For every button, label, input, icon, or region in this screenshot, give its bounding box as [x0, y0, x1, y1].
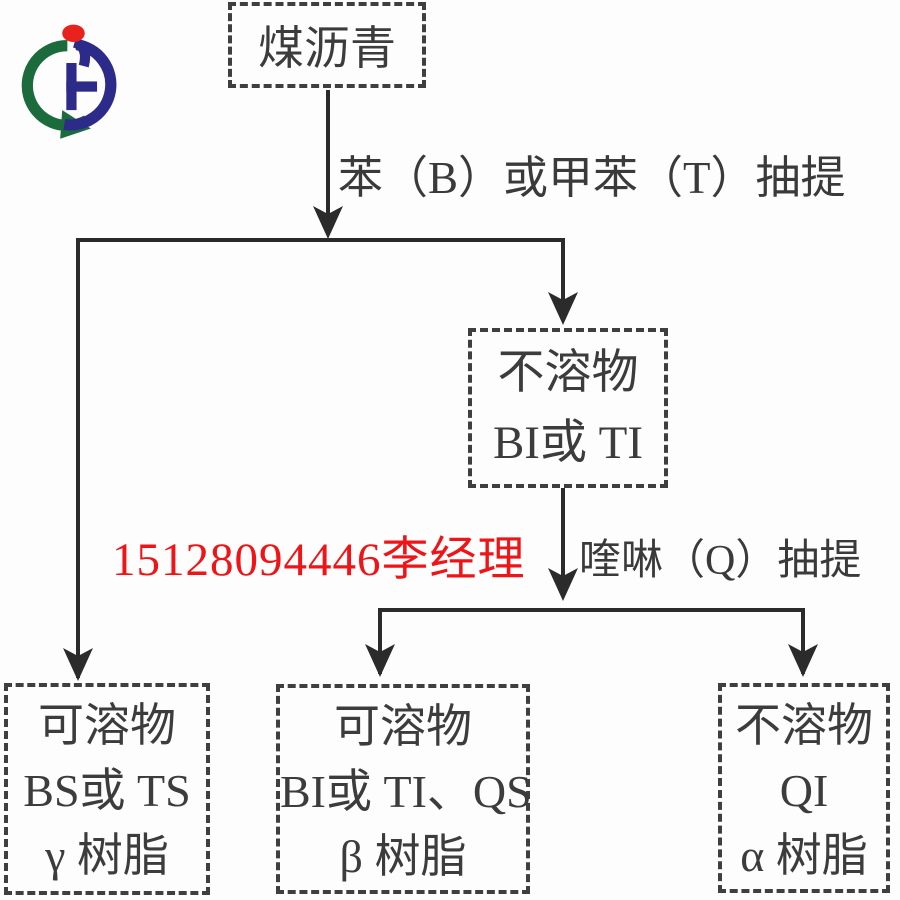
edge-split2-branches [378, 608, 805, 674]
arrowhead-to-insoluble-bi-ti [548, 292, 578, 325]
arrowhead-to-split2 [548, 568, 578, 601]
node-insoluble-bi-ti-line2: BI或 TI [492, 417, 644, 469]
node-insoluble-qi: 不溶物 QI α 树脂 [718, 683, 890, 893]
node-soluble-bs-ts-line1: 可溶物 [38, 700, 176, 751]
edge-label-benzene-extraction: 苯（B）或甲苯（T）抽提 [338, 153, 846, 203]
company-logo-icon [21, 24, 117, 139]
arrowhead-to-soluble-bs-ts [63, 648, 93, 681]
node-soluble-bi-ti-qs-line1: 可溶物 [334, 701, 472, 752]
node-soluble-bi-ti-qs-line2: BI或 TI、QS [280, 766, 532, 817]
node-soluble-bs-ts-line2: BS或 TS [23, 765, 191, 816]
edge-split1-branches [76, 238, 565, 678]
node-soluble-bs-ts: 可溶物 BS或 TS γ 树脂 [4, 683, 210, 895]
node-soluble-bi-ti-qs-line3: β 树脂 [339, 831, 467, 882]
node-insoluble-bi-ti: 不溶物 BI或 TI [468, 328, 668, 488]
arrowhead-to-insoluble-qi [788, 644, 818, 677]
node-coal-pitch-label: 煤沥青 [258, 23, 396, 74]
node-insoluble-qi-line3: α 树脂 [740, 830, 868, 881]
node-coal-pitch: 煤沥青 [228, 2, 426, 88]
node-soluble-bi-ti-qs: 可溶物 BI或 TI、QS β 树脂 [276, 684, 532, 894]
arrowhead-to-split1 [313, 206, 343, 239]
watermark-text: 15128094446李经理 [112, 534, 526, 586]
edge-label-quinoline-extraction: 喹啉（Q）抽提 [579, 538, 862, 584]
node-insoluble-qi-line2: QI [779, 765, 829, 816]
node-insoluble-bi-ti-line1: 不溶物 [497, 347, 639, 399]
arrowhead-to-soluble-bi-ti-qs [365, 644, 395, 677]
node-insoluble-qi-line1: 不溶物 [735, 700, 873, 751]
node-soluble-bs-ts-line3: γ 树脂 [45, 830, 169, 881]
